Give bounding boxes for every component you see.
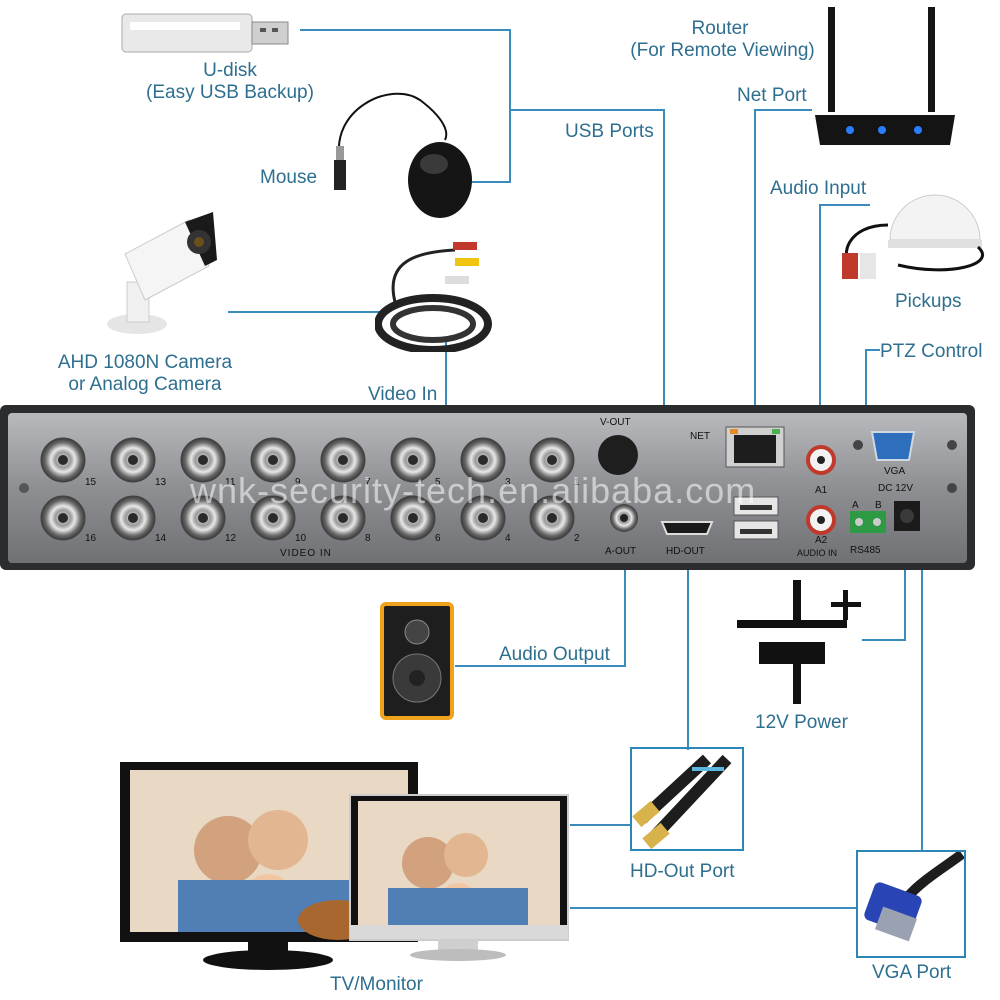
bnc-pin [478, 513, 488, 523]
channel-number: 11 [225, 477, 236, 488]
router-illustration [815, 7, 955, 145]
channel-number: 12 [225, 533, 237, 544]
vga-port-label: VGA Port [872, 962, 952, 983]
ptz-control-label: PTZ Control [880, 341, 983, 362]
tv-monitor-small [349, 794, 569, 961]
panel-vga-label: VGA [884, 466, 906, 477]
bnc-pin [338, 455, 348, 465]
usb-disk-illustration [121, 13, 289, 53]
video-cable-illustration [375, 242, 492, 352]
power-label: 12V Power [755, 712, 848, 733]
channel-number: 7 [365, 477, 371, 488]
panel-hdout-label: HD-OUT [666, 546, 705, 557]
bnc-pin [128, 513, 138, 523]
audio-output-label: Audio Output [499, 644, 610, 665]
camera-label: AHD 1080N Camera [57, 352, 233, 373]
channel-number: 5 [435, 477, 441, 488]
bnc-pin [408, 513, 418, 523]
panel-aout-label: A-OUT [605, 546, 637, 557]
panel-b-label: B [875, 500, 882, 511]
hd-out-port-label: HD-Out Port [630, 861, 735, 882]
mouse-line [470, 110, 511, 183]
router-sub-label: (For Remote Viewing) [630, 40, 815, 61]
dvr-back-panel [0, 405, 975, 570]
channel-number: 13 [155, 477, 167, 488]
bnc-pin [198, 455, 208, 465]
bnc-pin [408, 455, 418, 465]
bnc-pin [268, 513, 278, 523]
channel-number: 16 [85, 533, 97, 544]
panel-a-label: A [852, 500, 859, 511]
bnc-pin [547, 513, 557, 523]
watermark: wnk-security-tech.en.alibaba.com [190, 470, 757, 511]
pickups-label: Pickups [895, 291, 962, 312]
audio-output-line [455, 530, 626, 667]
hdout-cable-frame [630, 747, 744, 851]
channel-number: 6 [435, 533, 441, 544]
udisk-label: U-disk [203, 60, 257, 81]
panel-a2-label: A2 [815, 535, 828, 546]
bnc-pin [128, 455, 138, 465]
panel-rs485-label: RS485 [850, 545, 881, 556]
vga-cable-illustration [864, 849, 965, 942]
bnc-pin [338, 513, 348, 523]
mouse-illustration [334, 92, 472, 218]
tv-monitor-large [120, 762, 418, 970]
tv-monitor-label: TV/Monitor [330, 974, 423, 995]
usb-ports-label: USB Ports [565, 121, 654, 142]
channel-number: 15 [85, 477, 97, 488]
panel-a1-label: A1 [815, 485, 828, 496]
channel-number: 8 [365, 533, 371, 544]
panel-net-label: NET [690, 431, 710, 442]
panel-dc12v-label: DC 12V [878, 483, 914, 494]
pickup-microphone-illustration [842, 194, 984, 279]
channel-number: 3 [505, 477, 511, 488]
bnc-pin [58, 513, 68, 523]
audio-input-label: Audio Input [770, 178, 867, 199]
channel-number: 1 [574, 477, 580, 488]
bnc-pin [198, 513, 208, 523]
channel-number: 4 [505, 533, 511, 544]
ptz-line [865, 349, 880, 425]
channel-number: 2 [574, 533, 580, 544]
hdmi-cable-illustration [632, 754, 732, 850]
bnc-pin [268, 455, 278, 465]
panel-video-in-label: VIDEO IN [280, 548, 332, 559]
panel-audio-in-label: AUDIO IN [797, 548, 838, 558]
camera-illustration [107, 212, 217, 334]
audio-input-line [819, 204, 870, 430]
bnc-pin [547, 455, 557, 465]
bnc-pin [58, 455, 68, 465]
video-in-label: Video In [368, 384, 438, 405]
channel-number: 9 [295, 477, 301, 488]
net-port-label: Net Port [737, 85, 807, 106]
camera-sub-label: or Analog Camera [68, 374, 222, 395]
router-label: Router [691, 18, 749, 39]
panel-vout-label: V-OUT [600, 417, 631, 428]
router-line [754, 109, 812, 425]
vga-cable-frame [856, 849, 966, 958]
speaker-illustration [380, 602, 454, 720]
udisk-sub-label: (Easy USB Backup) [146, 82, 314, 103]
mouse-label: Mouse [260, 167, 318, 188]
power-symbol [737, 580, 861, 704]
channel-number: 14 [155, 533, 167, 544]
channel-number: 10 [295, 533, 307, 544]
bnc-pin [478, 455, 488, 465]
